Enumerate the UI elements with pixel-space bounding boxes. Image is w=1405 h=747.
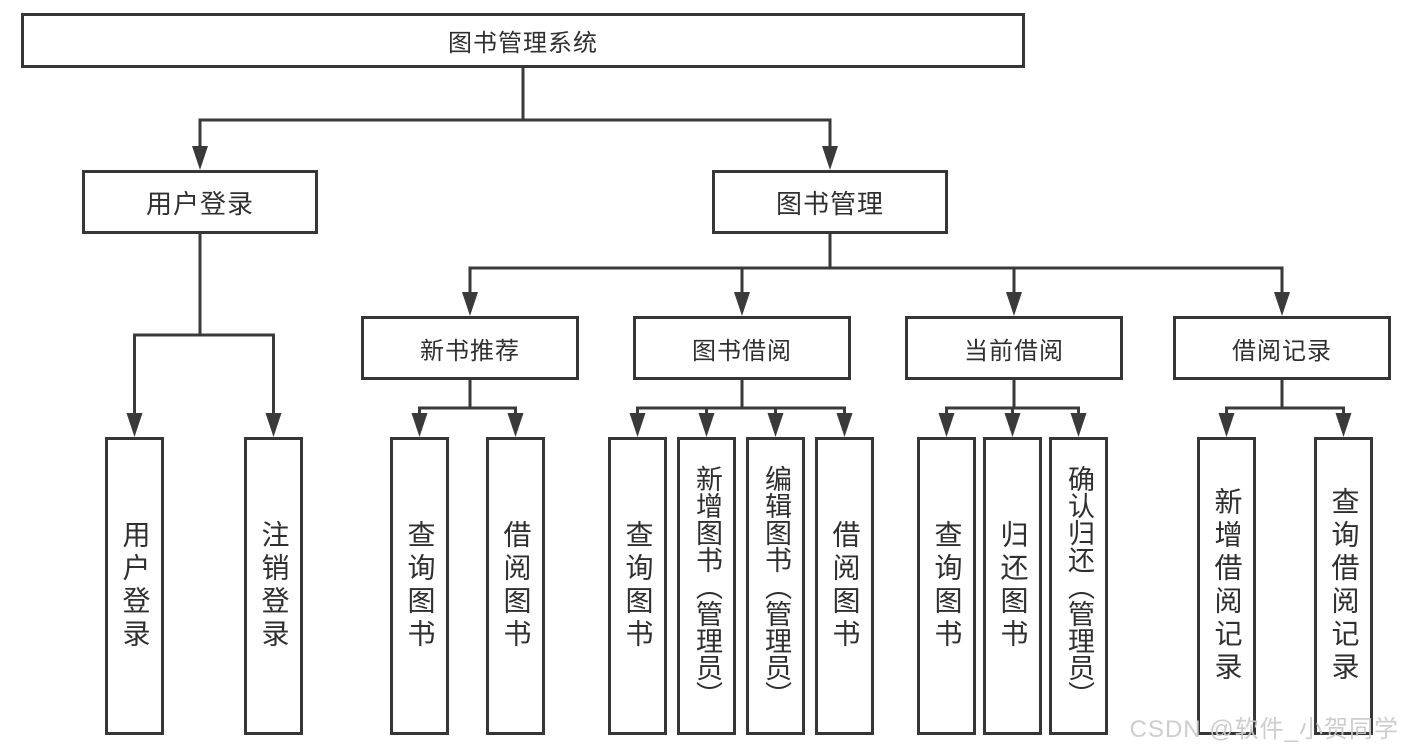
node-borrow-records: 借阅记录 bbox=[1173, 316, 1391, 380]
connector-book-borrow-children bbox=[636, 380, 846, 417]
arrowhead-icon bbox=[767, 413, 784, 437]
connector-root-to-level2 bbox=[198, 68, 832, 150]
leaf-return-books: 归还图书 bbox=[983, 437, 1042, 735]
leaf-borrow-query-books: 查询图书 bbox=[608, 437, 667, 735]
node-label: 图书管理 bbox=[775, 188, 884, 219]
node-label: 注销登录 bbox=[258, 520, 290, 652]
arrowhead-icon bbox=[1218, 413, 1235, 437]
connector-book-management-children bbox=[468, 234, 1284, 296]
arrowhead-icon bbox=[836, 413, 853, 437]
leaf-confirm-return-admin: 确认归还（管理员） bbox=[1049, 437, 1108, 735]
node-label: 查询图书 bbox=[931, 520, 963, 652]
arrowhead-icon bbox=[1004, 413, 1021, 437]
arrowhead-icon bbox=[265, 413, 282, 437]
node-label: 新增图书（管理员） bbox=[692, 464, 722, 708]
arrowhead-icon bbox=[507, 413, 524, 437]
node-label: 借阅图书 bbox=[829, 520, 861, 652]
node-label: 查询图书 bbox=[622, 520, 654, 652]
connector-new-book-children bbox=[418, 380, 517, 417]
leaf-current-query-books: 查询图书 bbox=[917, 437, 976, 735]
arrowhead-icon bbox=[1070, 413, 1087, 437]
arrowheads bbox=[126, 146, 1352, 437]
connector-borrow-record-children bbox=[1225, 380, 1345, 417]
node-label: 借阅图书 bbox=[500, 520, 532, 652]
arrowhead-icon bbox=[1274, 292, 1290, 316]
leaf-add-books-admin: 新增图书（管理员） bbox=[677, 437, 736, 735]
connector-current-borrow-children bbox=[945, 380, 1080, 417]
node-user-login: 用户登录 bbox=[82, 170, 318, 234]
leaf-edit-books-admin: 编辑图书（管理员） bbox=[746, 437, 805, 735]
node-book-management: 图书管理 bbox=[712, 170, 948, 234]
node-book-borrow: 图书借阅 bbox=[633, 316, 851, 380]
arrowhead-icon bbox=[1335, 413, 1352, 437]
leaf-logout: 注销登录 bbox=[244, 437, 303, 735]
node-label: 确认归还（管理员） bbox=[1064, 464, 1094, 708]
arrowhead-icon bbox=[1006, 292, 1022, 316]
node-label: 图书借阅 bbox=[692, 337, 792, 365]
arrowhead-icon bbox=[411, 413, 428, 437]
node-label: 当前借阅 bbox=[964, 337, 1064, 365]
arrowhead-icon bbox=[698, 413, 715, 437]
arrowhead-icon bbox=[629, 413, 646, 437]
node-label: 查询借阅记录 bbox=[1328, 487, 1360, 685]
leaf-borrow-books: 借阅图书 bbox=[815, 437, 874, 735]
arrowhead-icon bbox=[822, 146, 838, 170]
node-label: 借阅记录 bbox=[1232, 337, 1332, 365]
arrowhead-icon bbox=[126, 413, 143, 437]
node-label: 编辑图书（管理员） bbox=[761, 464, 791, 708]
arrowhead-icon bbox=[734, 292, 750, 316]
node-label: 图书管理系统 bbox=[448, 30, 598, 57]
arrowhead-icon bbox=[462, 292, 478, 316]
node-current-borrow: 当前借阅 bbox=[905, 316, 1123, 380]
arrowhead-icon bbox=[938, 413, 955, 437]
node-label: 归还图书 bbox=[997, 520, 1029, 652]
connector-user-login-children bbox=[133, 234, 275, 417]
node-new-book-recommend: 新书推荐 bbox=[361, 316, 579, 380]
node-label: 用户登录 bbox=[145, 188, 254, 219]
node-library-management-system: 图书管理系统 bbox=[21, 13, 1025, 68]
arrowhead-icon bbox=[192, 146, 208, 170]
connector-lines bbox=[133, 68, 1345, 417]
leaf-recommend-borrow-books: 借阅图书 bbox=[486, 437, 545, 735]
node-label: 用户登录 bbox=[119, 520, 151, 652]
node-label: 新增借阅记录 bbox=[1211, 487, 1243, 685]
csdn-watermark: CSDN @软件_小贺同学 bbox=[1129, 716, 1399, 743]
leaf-query-borrow-record: 查询借阅记录 bbox=[1314, 437, 1373, 735]
leaf-recommend-query-books: 查询图书 bbox=[390, 437, 449, 735]
leaf-user-login: 用户登录 bbox=[105, 437, 164, 735]
node-label: 查询图书 bbox=[404, 520, 436, 652]
node-label: 新书推荐 bbox=[420, 337, 520, 365]
leaf-add-borrow-record: 新增借阅记录 bbox=[1197, 437, 1256, 735]
